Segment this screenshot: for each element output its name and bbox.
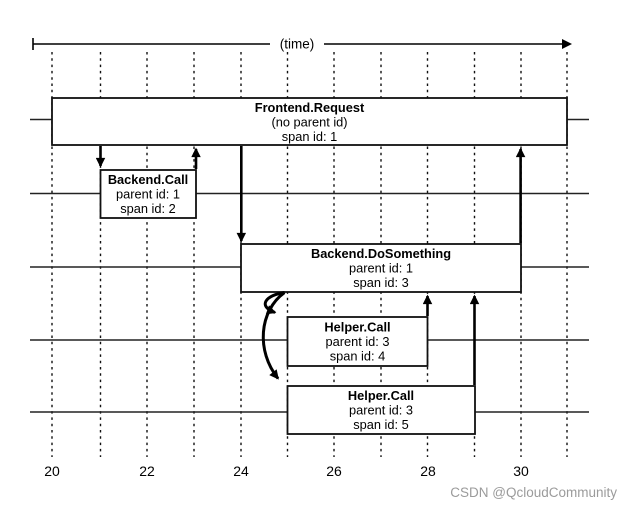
span-box-helper-call-5-rect [286, 385, 476, 435]
span-parent-id: parent id: 1 [349, 261, 413, 276]
span-parent-id: parent id: 3 [325, 334, 389, 349]
tick-label-30: 30 [513, 463, 529, 479]
span-box-backend-dosomething-rect [240, 243, 522, 293]
span-title: Helper.Call [348, 388, 414, 403]
call-arrow-dosomething-to-helper4-icon [263, 291, 285, 315]
time-axis-label: (time) [280, 37, 315, 52]
span-parent-id: parent id: 3 [349, 403, 413, 418]
span-title: Helper.Call [324, 320, 390, 335]
span-id: span id: 2 [120, 201, 176, 216]
span-box-backend-dosomething: Backend.DoSomething parent id: 1 span id… [240, 243, 522, 293]
span-box-backend-call-rect [99, 169, 197, 219]
axis-tick-labels: 20 22 24 26 28 30 [44, 463, 529, 479]
tick-label-20: 20 [44, 463, 60, 479]
span-box-helper-call-4: Helper.Call parent id: 3 span id: 4 [286, 316, 429, 367]
span-parent-id: parent id: 1 [116, 187, 180, 202]
span-box-backend-call: Backend.Call parent id: 1 span id: 2 [99, 169, 197, 219]
time-axis: (time) [32, 37, 572, 52]
span-id: span id: 5 [353, 417, 409, 432]
tick-label-24: 24 [233, 463, 249, 479]
span-parent-id: (no parent id) [271, 115, 347, 130]
span-title: Frontend.Request [255, 100, 365, 115]
span-box-frontend-request-rect [51, 97, 568, 146]
span-box-helper-call-4-rect [286, 316, 429, 367]
span-box-frontend-request: Frontend.Request (no parent id) span id:… [51, 97, 568, 146]
call-arrow-dosomething-to-helper5-icon [261, 291, 286, 380]
tick-label-26: 26 [326, 463, 342, 479]
span-id: span id: 3 [353, 275, 409, 290]
watermark-text: CSDN @QcloudCommunity [450, 485, 617, 500]
span-id: span id: 4 [330, 349, 386, 364]
span-id: span id: 1 [282, 129, 338, 144]
span-title: Backend.Call [108, 172, 188, 187]
span-arrows [95, 146, 526, 385]
span-box-helper-call-5: Helper.Call parent id: 3 span id: 5 [286, 385, 476, 435]
span-title: Backend.DoSomething [311, 246, 451, 261]
tick-label-22: 22 [139, 463, 155, 479]
tick-label-28: 28 [420, 463, 436, 479]
